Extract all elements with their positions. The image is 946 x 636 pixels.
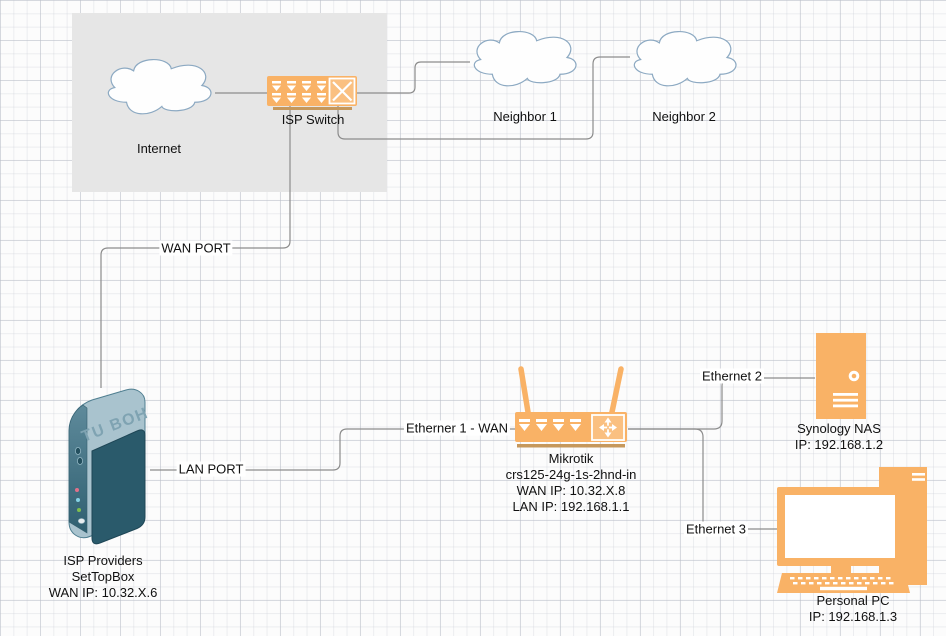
nas-label-line1: Synology NAS (797, 421, 881, 436)
pc-label-line2: IP: 192.168.1.3 (808, 609, 898, 624)
stb-buttons (74, 447, 83, 466)
router-crossroad-icon (591, 414, 625, 441)
internet-label[interactable]: Internet (136, 141, 182, 156)
router-antennas (518, 366, 624, 415)
mikrotik-label-line2: crs125-24g-1s-2hnd-in (505, 467, 637, 482)
settopbox-icon[interactable]: TU BOH (54, 387, 151, 545)
neighbor1-cloud-icon[interactable] (469, 24, 581, 91)
pc-keyboard (777, 573, 910, 593)
settopbox-label[interactable]: ISP Providers SetTopBox WAN IP: 10.32.X.… (49, 553, 158, 601)
mikrotik-label-line4: LAN IP: 192.168.1.1 (512, 499, 630, 514)
mikrotik-label[interactable]: Mikrotik crs125-24g-1s-2hnd-in WAN IP: 1… (506, 451, 637, 515)
ethernet3-edge-label[interactable]: Ethernet 3 (684, 521, 748, 537)
nas-power-button-icon (848, 370, 860, 382)
mikrotik-router-icon[interactable] (515, 362, 627, 448)
neighbor2-cloud-icon[interactable] (629, 24, 741, 91)
personal-pc-icon[interactable] (777, 465, 928, 593)
stb-left-strip (68, 404, 88, 534)
wan-port-edge-label[interactable]: WAN PORT (159, 240, 233, 256)
pc-monitor (777, 487, 903, 574)
isp-switch-label[interactable]: ISP Switch (281, 112, 345, 127)
mikrotik-label-line1: Mikrotik (548, 451, 594, 466)
router-port-icons (519, 419, 581, 431)
settopbox-label-line1: ISP Providers (63, 553, 143, 568)
nas-vent-lines (833, 393, 858, 408)
pc-label[interactable]: Personal PC IP: 192.168.1.3 (809, 593, 897, 625)
neighbor2-label[interactable]: Neighbor 2 (652, 109, 716, 124)
edge-settopbox-to-mikrotik-lan[interactable] (150, 428, 515, 471)
synology-nas-icon[interactable] (816, 333, 866, 419)
ethernet2-edge-label[interactable]: Ethernet 2 (700, 368, 764, 384)
edge-switch-to-neighbor1[interactable] (357, 61, 470, 94)
stb-front-slab (91, 429, 146, 545)
lan-port-edge-label[interactable]: LAN PORT (176, 461, 246, 477)
settopbox-label-line2: SetTopBox (71, 569, 135, 584)
edge-switch-to-neighbor2[interactable] (337, 56, 630, 140)
etherner1-wan-edge-label[interactable]: Etherner 1 - WAN (403, 420, 511, 436)
switch-crossover-icon (328, 77, 356, 105)
edge-mikrotik-to-nas-ethernet2[interactable] (628, 377, 815, 430)
nas-label[interactable]: Synology NAS IP: 192.168.1.2 (795, 421, 883, 453)
pc-label-line1: Personal PC (816, 593, 890, 608)
nas-label-line2: IP: 192.168.1.2 (794, 437, 884, 452)
neighbor1-label[interactable]: Neighbor 1 (493, 109, 557, 124)
switch-port-icons (272, 81, 326, 103)
edge-mikrotik-to-pc-ethernet3[interactable] (628, 428, 777, 530)
router-underline (517, 444, 625, 448)
stb-led-lights (75, 488, 85, 524)
settopbox-label-line3: WAN IP: 10.32.X.6 (48, 585, 158, 600)
isp-switch-icon[interactable] (267, 76, 357, 110)
mikrotik-label-line3: WAN IP: 10.32.X.8 (516, 483, 626, 498)
switch-underline (273, 107, 352, 110)
internet-cloud-icon[interactable] (103, 52, 216, 119)
